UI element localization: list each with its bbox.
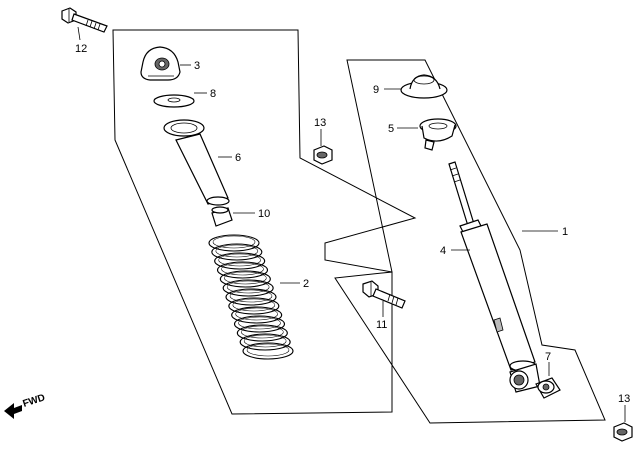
callout-1: 1 xyxy=(562,226,568,238)
spring-coil-inner xyxy=(218,253,261,267)
spring-coil xyxy=(219,270,271,288)
spring-coil xyxy=(222,279,274,297)
spring-coil xyxy=(216,261,269,279)
callout-8: 8 xyxy=(210,88,216,100)
spring-coil-inner xyxy=(235,307,278,321)
bushing-7-icon xyxy=(535,377,561,399)
spring-coil-inner xyxy=(224,271,267,285)
spring-coil-inner xyxy=(243,334,287,348)
spring-coil-inner xyxy=(221,262,264,276)
spring-coil-inner xyxy=(232,298,276,312)
spring-coil-inner xyxy=(215,244,259,258)
callout-7: 7 xyxy=(545,351,551,363)
callout-6: 6 xyxy=(235,152,241,164)
spring-coil-inner xyxy=(212,235,256,249)
callout-5: 5 xyxy=(388,123,394,135)
upper-mount-3-icon xyxy=(140,46,181,81)
bump-stop-10-icon xyxy=(211,206,233,227)
spring-coil-inner xyxy=(246,343,290,357)
callout-3: 3 xyxy=(194,60,200,72)
spring-coil xyxy=(211,243,263,261)
spring-coil xyxy=(242,342,294,360)
rubber-cup-9-icon xyxy=(400,74,448,99)
spring-coil xyxy=(231,306,283,324)
callout-11: 11 xyxy=(376,319,387,331)
callout-12: 12 xyxy=(75,43,87,55)
spring-coil xyxy=(225,288,277,306)
nut-13-upper-icon xyxy=(313,145,333,165)
callout-2: 2 xyxy=(303,278,309,290)
damper-4-icon xyxy=(448,161,541,393)
callout-10: 10 xyxy=(258,208,270,220)
spring-seat-5-icon xyxy=(419,118,457,151)
coil-spring-2-icon xyxy=(208,234,294,360)
callout-4: 4 xyxy=(440,245,446,257)
spring-coil-inner xyxy=(229,289,273,303)
callout-13-upper: 13 xyxy=(314,117,326,129)
spring-coil-inner xyxy=(226,280,270,294)
bolt-11-icon xyxy=(362,280,406,309)
spring-coil xyxy=(228,297,280,315)
forward-direction-label: FWD xyxy=(22,392,47,410)
spring-coil xyxy=(208,234,260,252)
spring-group-frame xyxy=(112,29,417,415)
spring-coil xyxy=(236,324,288,342)
spring-coil xyxy=(239,333,291,351)
bolt-12-icon xyxy=(61,7,108,33)
spring-coil-inner xyxy=(238,316,281,330)
spring-coil xyxy=(233,315,286,333)
damper-group-frame xyxy=(334,59,606,424)
callout-13-lower: 13 xyxy=(618,393,630,405)
spring-coil xyxy=(214,252,266,270)
dust-cover-6-icon xyxy=(163,119,230,206)
spring-coil-inner xyxy=(241,325,284,339)
callout-9: 9 xyxy=(373,84,379,96)
nut-13-lower-icon xyxy=(613,422,633,442)
forward-direction-arrow-icon xyxy=(4,403,22,419)
washer-8-icon xyxy=(153,94,195,108)
